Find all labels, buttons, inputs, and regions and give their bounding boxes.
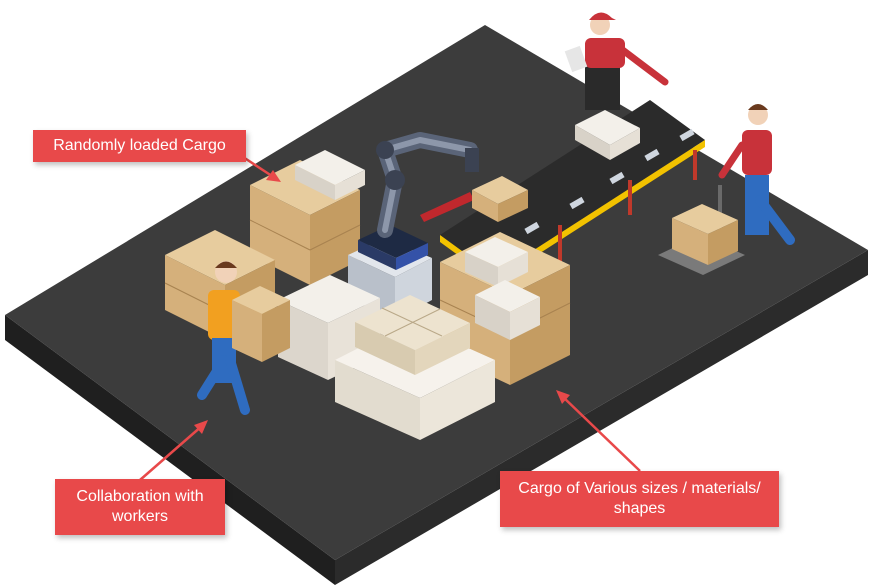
robot-arm-icon bbox=[348, 132, 479, 320]
arrowhead-randomly-loaded bbox=[266, 170, 281, 182]
picked-box bbox=[472, 176, 528, 222]
white-box-stack bbox=[335, 295, 495, 440]
callout-cargo-various: Cargo of Various sizes / materials/ shap… bbox=[500, 471, 779, 527]
floor-side-right bbox=[335, 250, 868, 585]
callout-collaboration-with-workers: Collaboration with workers bbox=[55, 479, 225, 535]
arrow-collaboration bbox=[139, 424, 204, 481]
floor-side-left bbox=[5, 315, 335, 585]
callout-randomly-loaded-cargo: Randomly loaded Cargo bbox=[33, 130, 246, 162]
conveyor-belt-icon bbox=[440, 100, 705, 290]
arrowhead-various bbox=[556, 390, 570, 404]
worker-carrying-box-icon bbox=[197, 261, 290, 415]
worker-pushing-cart-icon bbox=[658, 104, 795, 275]
arrow-various bbox=[561, 395, 641, 472]
supervisor-icon bbox=[564, 12, 669, 110]
callout-arrows bbox=[139, 153, 641, 481]
arrowhead-collaboration bbox=[194, 420, 208, 434]
